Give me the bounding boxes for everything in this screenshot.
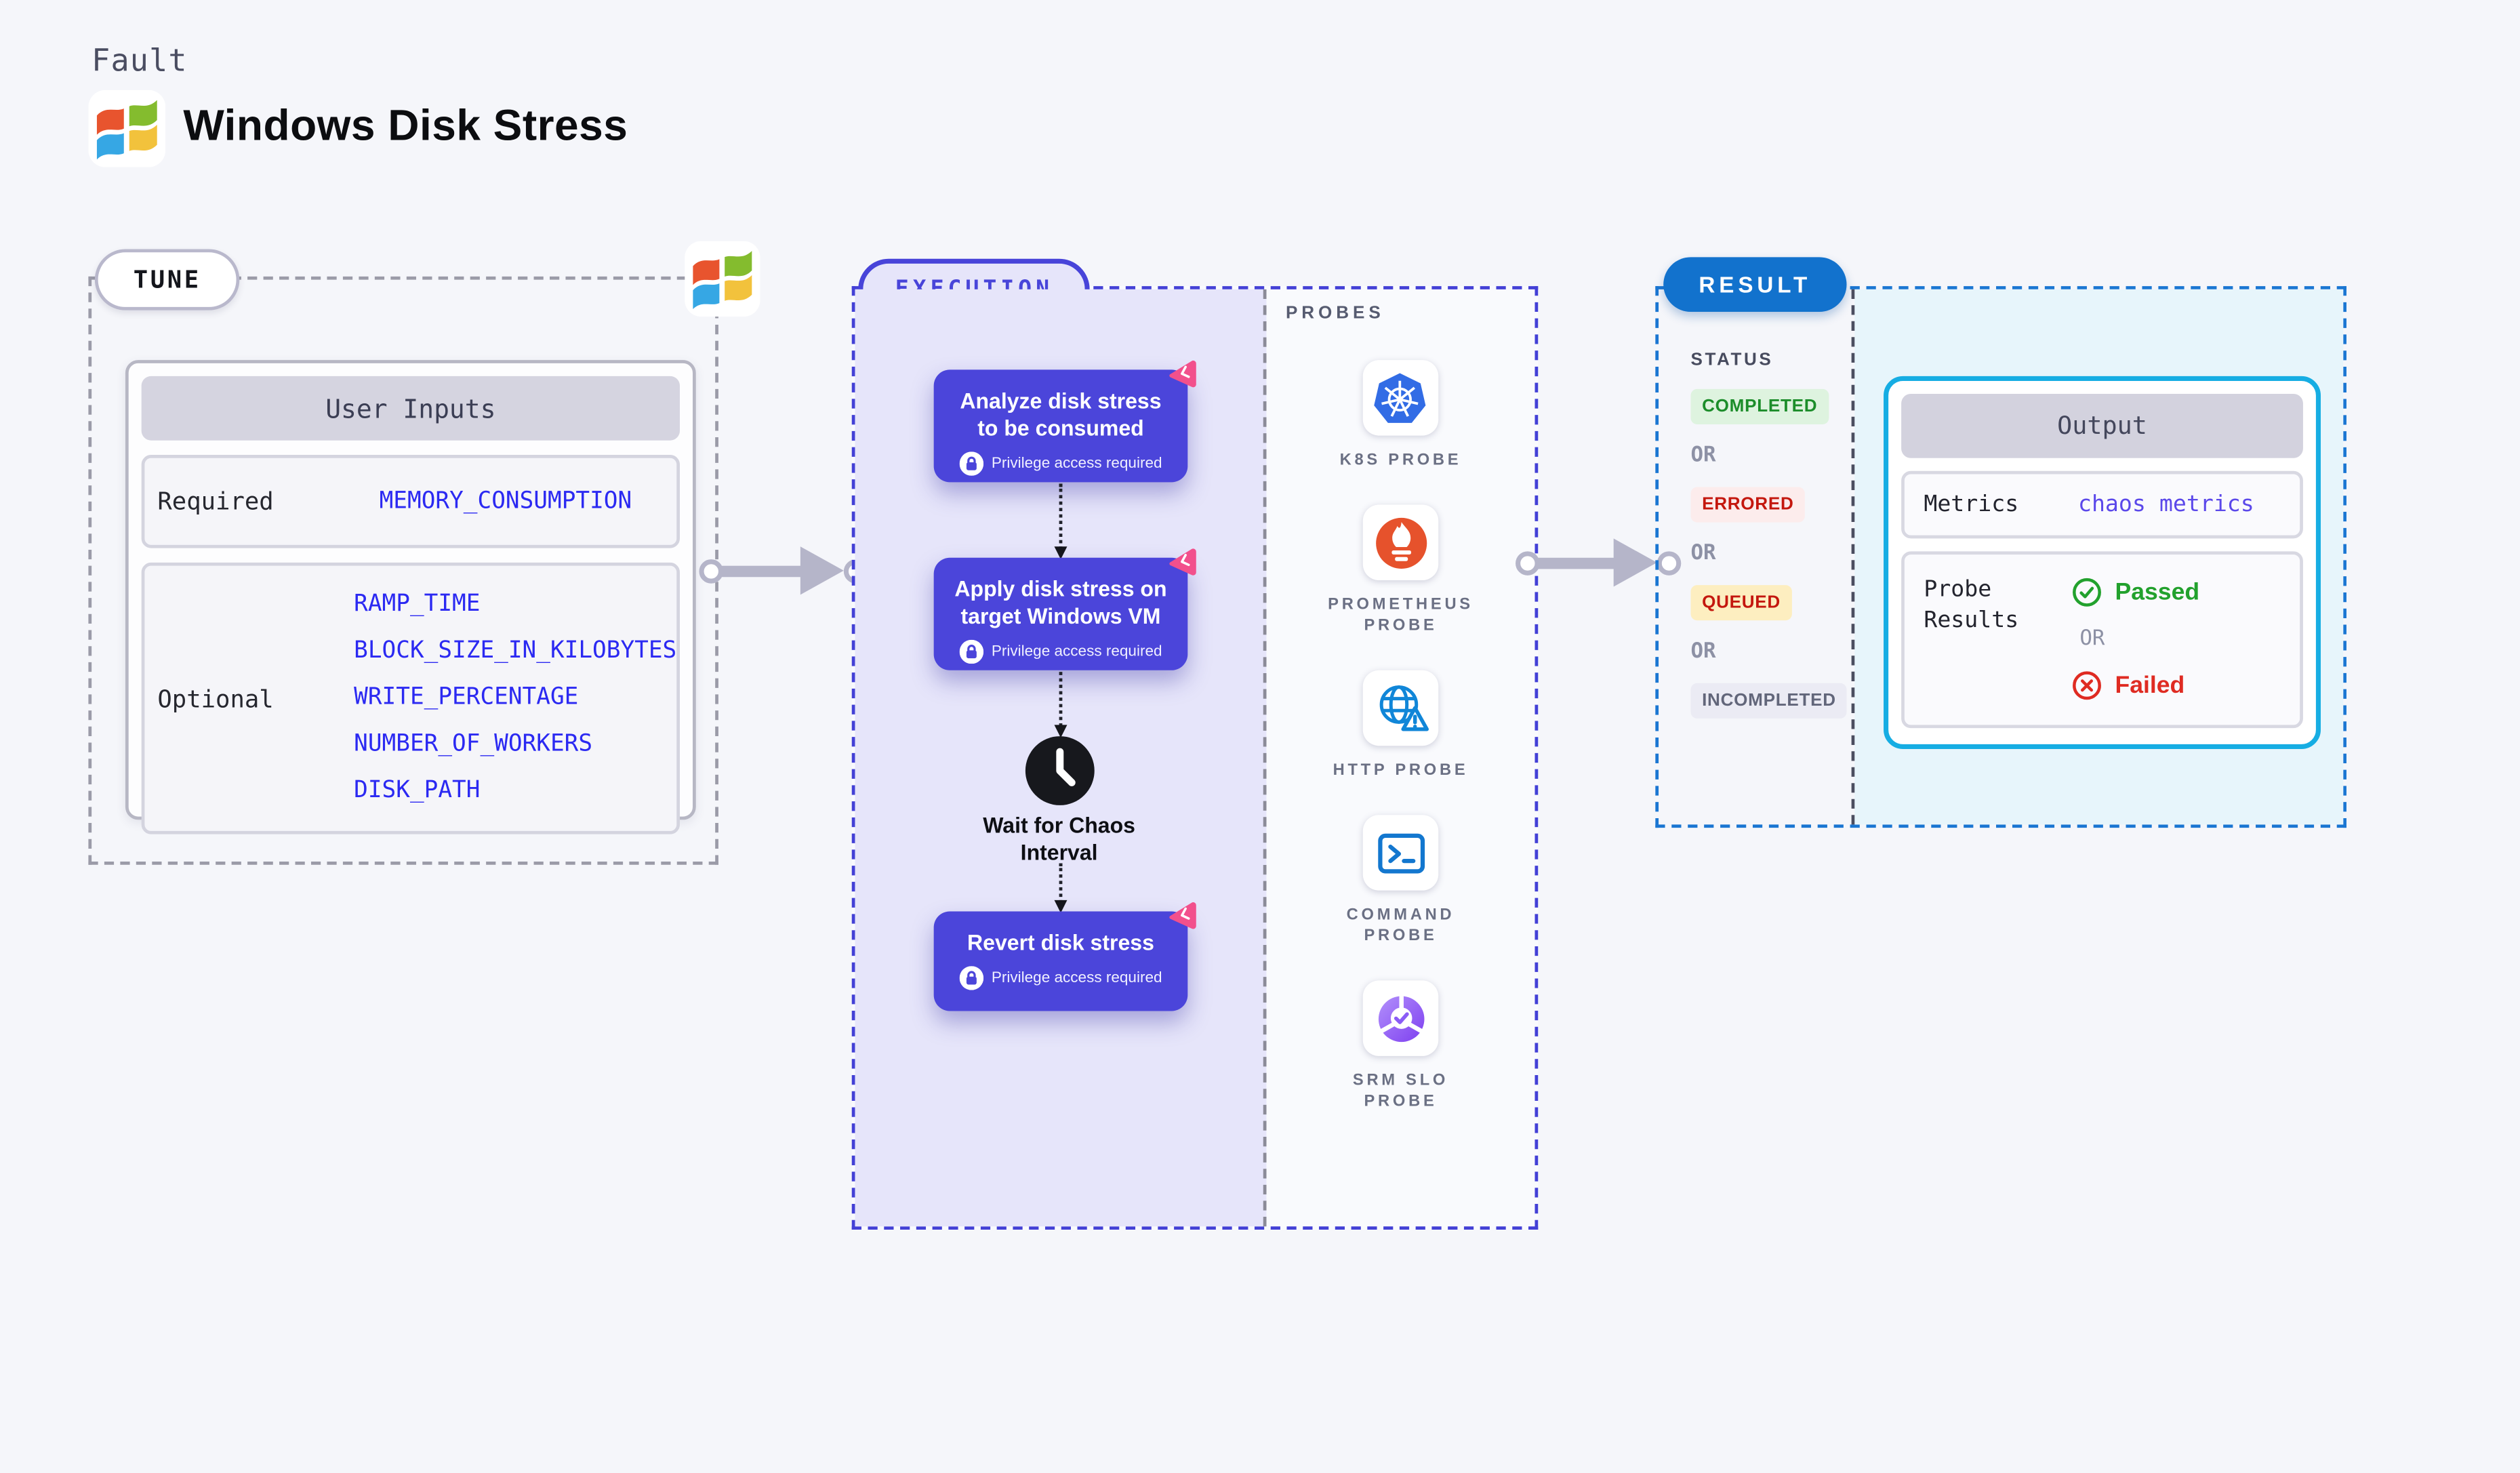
table-row-required: Required MEMORY_CONSUMPTION [141,455,680,548]
lock-icon [959,966,983,990]
page-title: Windows Disk Stress [183,101,628,150]
metrics-value: chaos metrics [2077,491,2254,518]
probe-k8s: K8S PROBE [1340,360,1462,471]
wait-interval-label: Wait for Chaos Interval [983,813,1135,865]
chaos-icon [1165,357,1199,390]
flow-connector [1054,863,1068,913]
chaos-icon [1165,899,1199,933]
http-globe-icon [1379,684,1428,731]
result-badge: RESULT [1663,257,1847,312]
param-name: RAMP_TIME [354,591,481,618]
status-column: STATUS COMPLETED OR ERRORED OR QUEUED OR… [1659,289,1852,825]
param-name: WRITE_PERCENTAGE [354,685,579,711]
probes-panel: PROBES [1267,289,1535,1226]
result-section: RESULT STATUS COMPLETED OR ERRORED OR QU… [1655,257,2346,828]
param-name: DISK_PATH [354,778,481,804]
probe-label: COMMAND PROBE [1346,906,1455,946]
probe-http: HTTP PROBE [1333,670,1469,782]
status-output-divider [1851,289,1855,825]
or-separator: OR [1690,639,1716,664]
status-badge-queued: QUEUED [1690,585,1792,621]
probes-heading: PROBES [1285,304,1385,323]
metrics-label: Metrics [1924,491,2019,517]
execution-to-result-arrow [1516,538,1682,587]
flow-connector [1054,672,1068,738]
probe-label: K8S PROBE [1339,451,1462,470]
prometheus-icon [1375,517,1427,568]
privilege-note: Privilege access required [991,969,1162,987]
or-separator: OR [1690,542,1716,566]
probe-prometheus: PROMETHEUS PROBE [1322,504,1479,637]
srm-slo-icon [1377,994,1424,1041]
param-name: NUMBER_OF_WORKERS [354,731,593,757]
or-separator: OR [1690,443,1716,468]
status-badge-completed: COMPLETED [1690,388,1829,424]
privilege-note: Privilege access required [991,643,1162,661]
passed-label: Passed [2115,578,2200,606]
passed-check-icon [2073,578,2101,607]
lock-icon [959,451,983,476]
step-apply-disk-stress: Apply disk stress on target Windows VM P… [933,558,1188,670]
step-title: Apply disk stress on target Windows VM [954,577,1167,629]
user-inputs-table: User Inputs Required MEMORY_CONSUMPTION … [125,360,696,834]
probe-results-row: Probe Results Passed OR [1901,551,2303,729]
probe-label: HTTP PROBE [1333,761,1469,780]
probe-srm-slo: SRM SLO PROBE [1322,980,1479,1112]
probe-label: SRM SLO PROBE [1352,1072,1449,1111]
lock-icon [959,640,983,664]
or-separator: OR [2079,626,2105,651]
metrics-row: Metrics chaos metrics [1901,470,2303,539]
step-title: Analyze disk stress to be consumed [960,388,1162,441]
flow-connector [1054,483,1068,560]
table-row-optional: Optional RAMP_TIME BLOCK_SIZE_IN_KILOBYT… [141,562,680,834]
step-revert-disk-stress: Revert disk stress Privilege access requ… [933,911,1188,1011]
status-heading: STATUS [1690,350,1774,370]
chaos-icon [1165,545,1199,579]
param-name: BLOCK_SIZE_IN_KILOBYTES [354,638,677,664]
windows-logo-icon [685,241,760,317]
execution-flow-panel: Analyze disk stress to be consumed Privi… [855,289,1267,1227]
tune-badge: TUNE [94,249,240,310]
failed-label: Failed [2115,672,2185,700]
output-header: Output [1901,393,2303,458]
probe-command: COMMAND PROBE [1322,815,1479,946]
probe-results-label: Probe Results [1924,577,2019,634]
privilege-note: Privilege access required [991,455,1162,473]
clock-icon [1024,736,1094,805]
fault-eyebrow-label: Fault [92,43,188,79]
execution-section: EXECUTION Analyze disk stress to be cons… [851,258,1539,1230]
user-inputs-header: User Inputs [141,376,680,441]
terminal-icon [1377,832,1424,873]
row-label: Required [157,487,274,517]
step-analyze-disk-stress: Analyze disk stress to be consumed Privi… [933,369,1188,483]
probe-label: PROMETHEUS PROBE [1328,596,1474,635]
status-badge-errored: ERRORED [1690,487,1806,523]
kubernetes-icon [1375,372,1427,422]
tune-to-execution-arrow [699,546,868,595]
output-card: Output Metrics chaos metrics Probe Resul… [1884,376,2321,749]
row-label: Optional [157,683,274,713]
step-title: Revert disk stress [967,930,1154,955]
windows-logo-icon [88,90,165,167]
output-area: Output Metrics chaos metrics Probe Resul… [1854,289,2344,825]
param-name: MEMORY_CONSUMPTION [379,487,632,514]
status-badge-incompleted: INCOMPLETED [1690,683,1848,719]
failed-x-icon [2073,671,2101,700]
tune-section: TUNE User Inputs Required MEMORY_CONSUMP… [88,277,718,865]
